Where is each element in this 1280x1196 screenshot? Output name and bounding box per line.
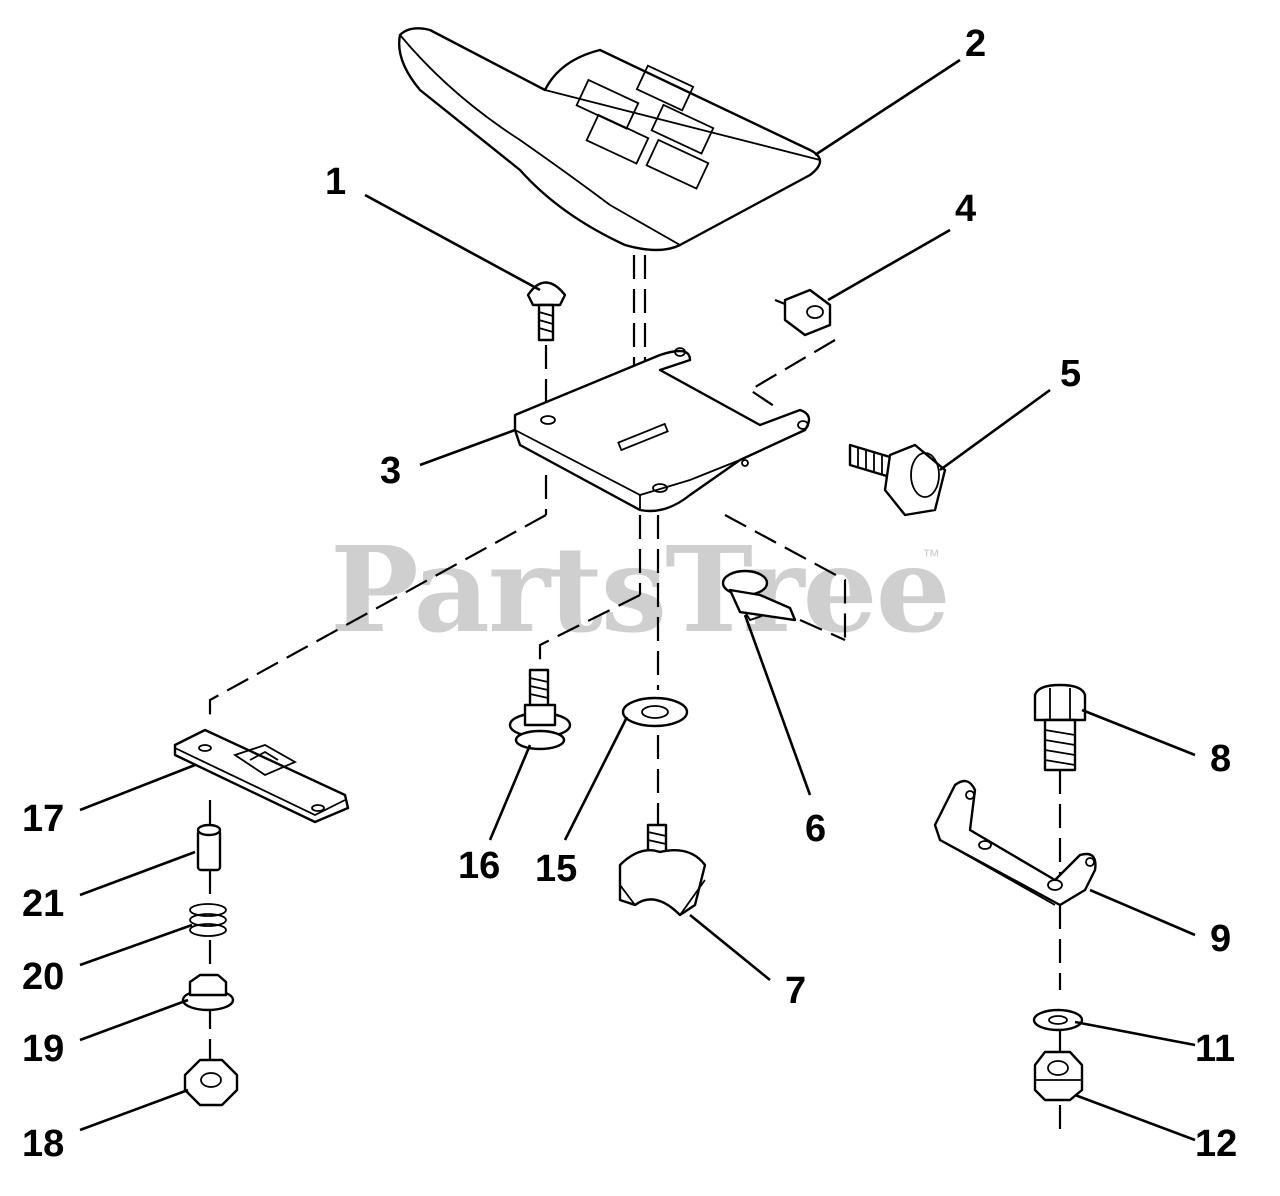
seat-part bbox=[398, 27, 822, 252]
flange-nut-part bbox=[183, 1058, 239, 1107]
callout-3: 3 bbox=[380, 450, 402, 492]
mounting-bracket-part bbox=[933, 779, 1097, 907]
compression-spring-part bbox=[189, 903, 227, 937]
callout-2: 2 bbox=[965, 23, 987, 65]
carriage-bolt-part bbox=[526, 281, 567, 342]
seat-plate-part bbox=[513, 347, 811, 513]
callout-20: 20 bbox=[22, 956, 65, 998]
flat-washer-part bbox=[621, 696, 689, 728]
seat-nut-part bbox=[783, 288, 832, 337]
callout-17: 17 bbox=[22, 798, 65, 840]
adjustment-knob-part bbox=[618, 823, 707, 917]
callout-15: 15 bbox=[535, 848, 578, 890]
callout-16: 16 bbox=[458, 845, 501, 887]
callout-12: 12 bbox=[1195, 1123, 1238, 1165]
bracket-bolt-part bbox=[1033, 683, 1087, 772]
pin-part bbox=[196, 823, 222, 872]
callout-6: 6 bbox=[805, 808, 827, 850]
leader-lines bbox=[79, 58, 1196, 1142]
slide-bracket-part bbox=[173, 728, 350, 824]
callout-21: 21 bbox=[22, 883, 65, 925]
lock-nut-part bbox=[1033, 1050, 1084, 1102]
lock-washer-part bbox=[1032, 1008, 1084, 1032]
callout-9: 9 bbox=[1210, 918, 1232, 960]
hex-bolt-part bbox=[848, 443, 947, 517]
callout-1: 1 bbox=[325, 161, 347, 203]
spring-clip-part bbox=[721, 569, 797, 622]
trademark-symbol: ™ bbox=[922, 546, 940, 566]
callout-5: 5 bbox=[1060, 353, 1082, 395]
callout-7: 7 bbox=[785, 970, 807, 1012]
shoulder-bolt-part bbox=[508, 668, 572, 751]
callout-4: 4 bbox=[955, 188, 977, 230]
callout-11: 11 bbox=[1195, 1028, 1236, 1070]
flange-bolt-part bbox=[181, 973, 235, 1012]
callout-8: 8 bbox=[1210, 738, 1232, 780]
callout-19: 19 bbox=[22, 1028, 65, 1070]
callout-18: 18 bbox=[22, 1123, 65, 1165]
